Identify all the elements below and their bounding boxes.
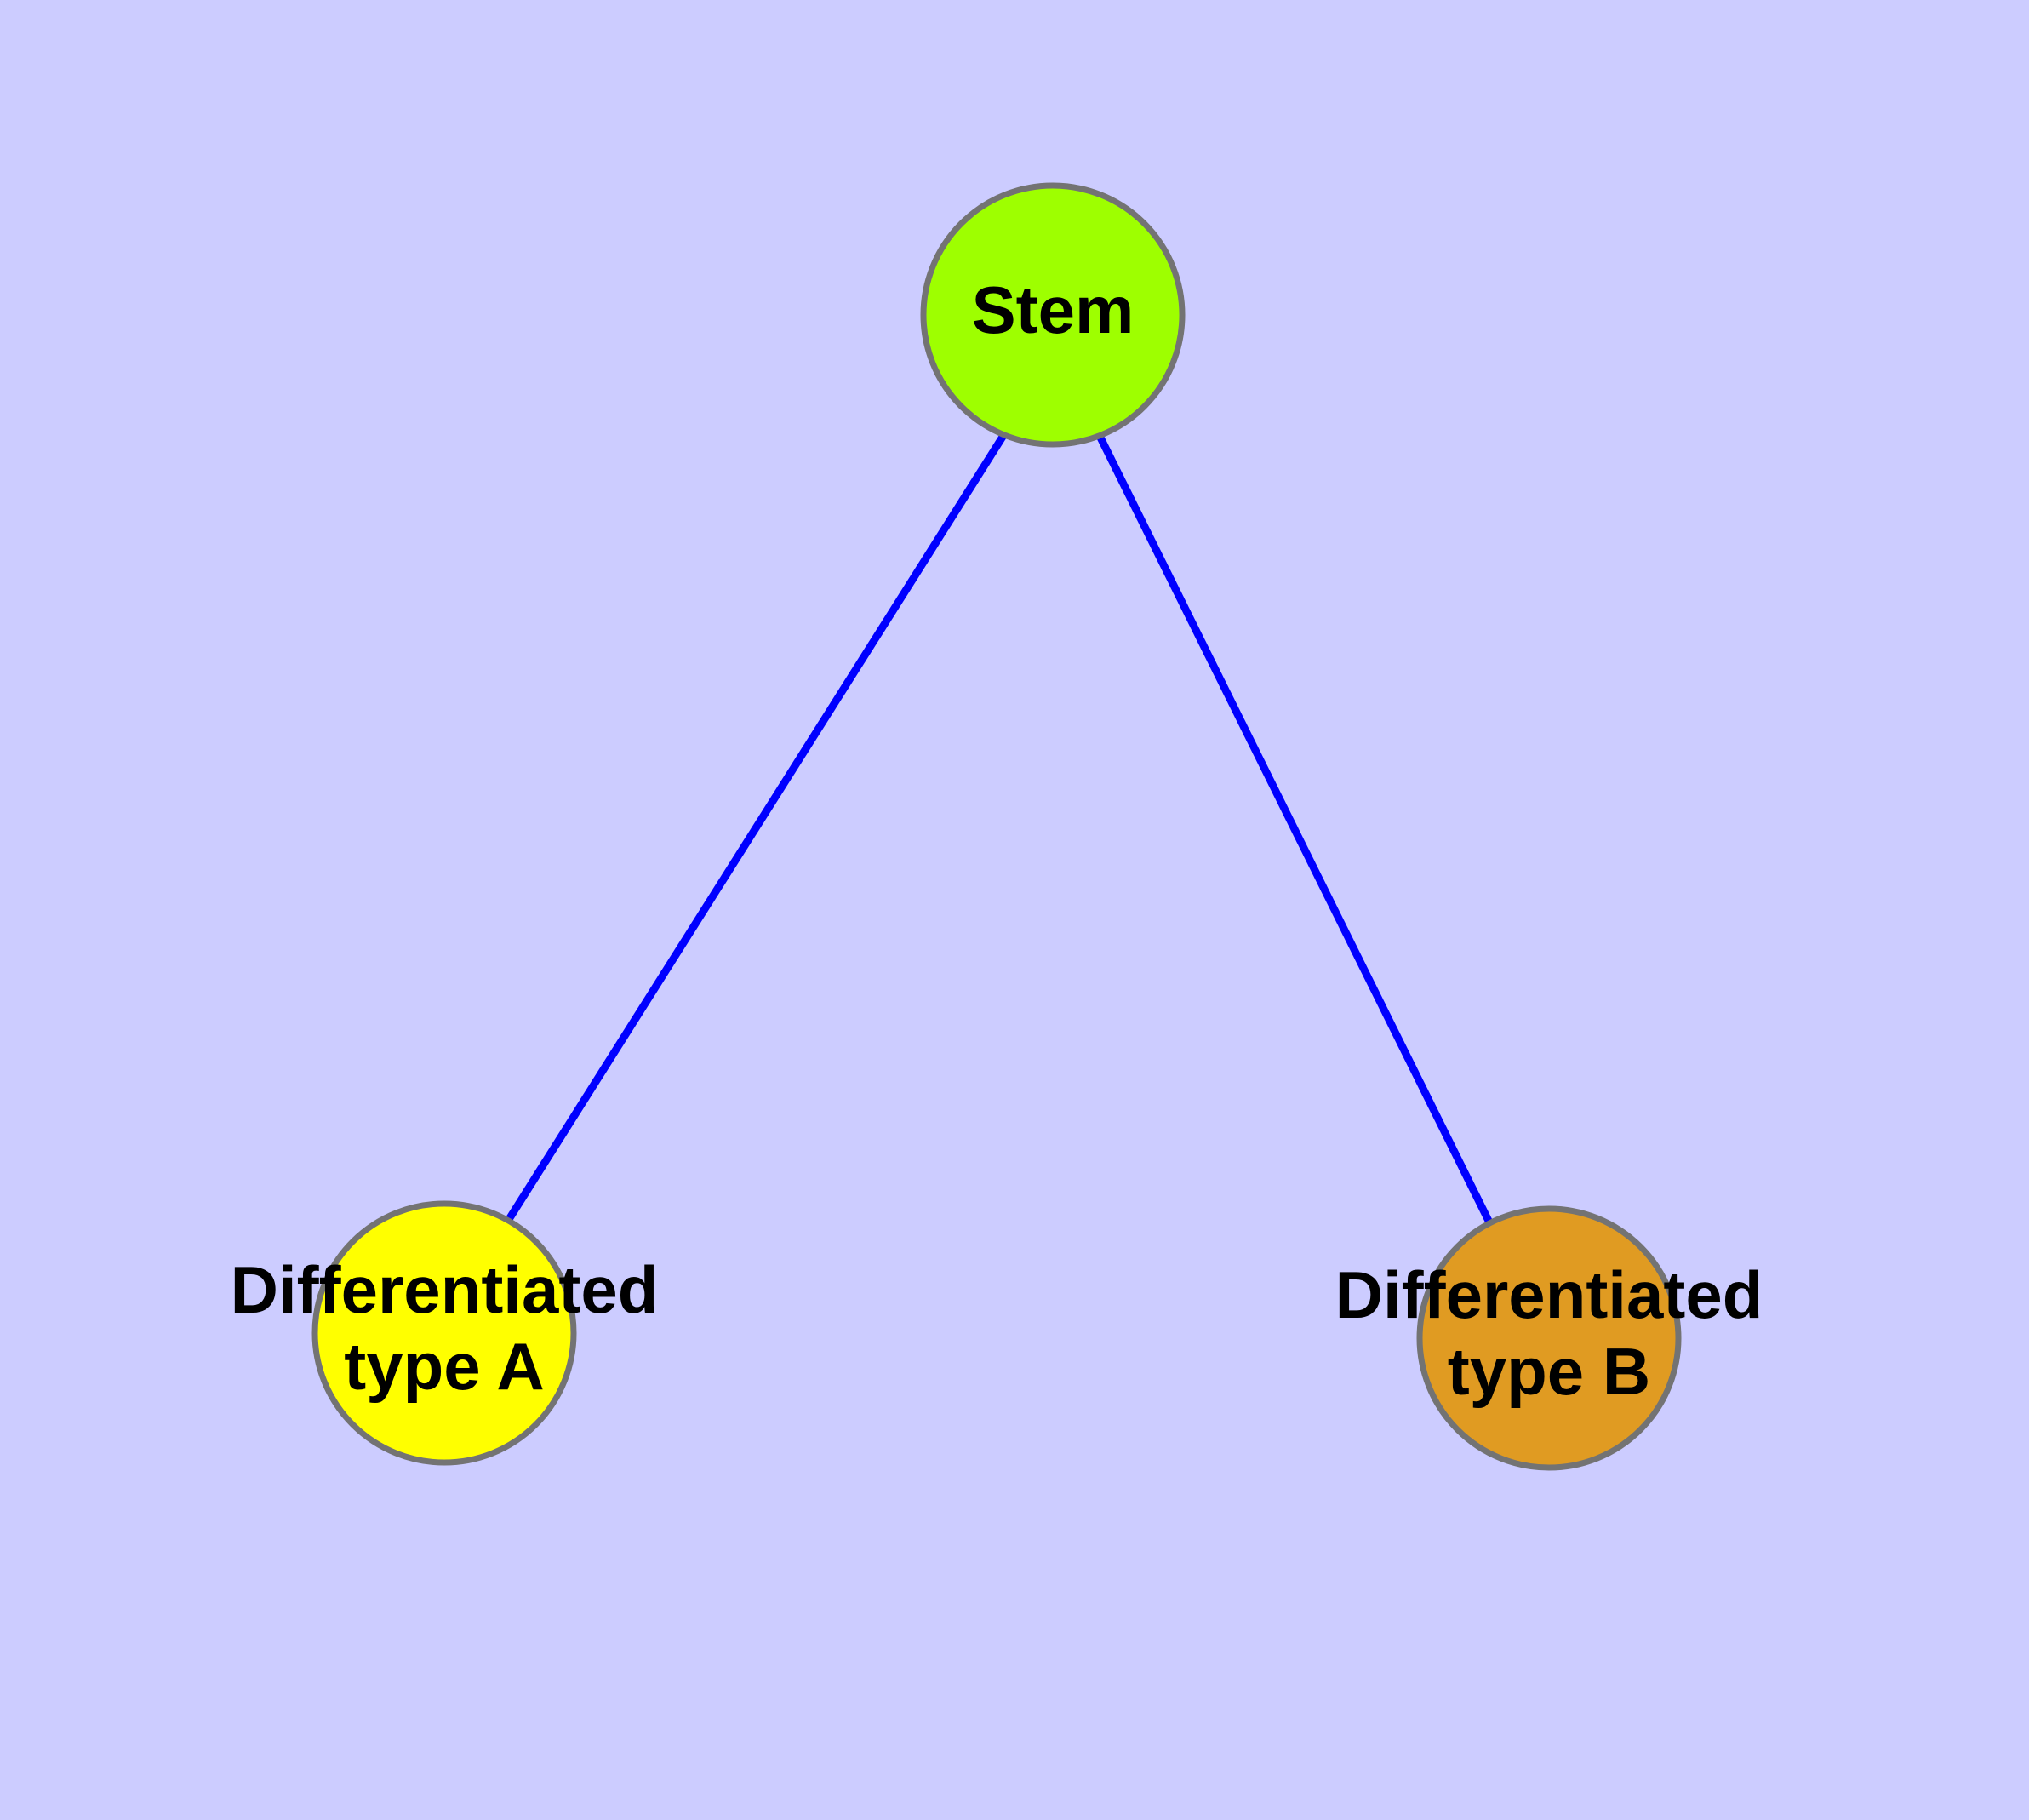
edge-stem-to-differentiated-type-b[interactable]	[1094, 431, 1495, 1228]
node-label-line: Differentiated	[1335, 1256, 1763, 1331]
node-label-line: Stem	[972, 272, 1135, 347]
node-label-line: type B	[1448, 1334, 1650, 1409]
edges-layer	[499, 431, 1495, 1233]
edge-stem-to-differentiated-type-a[interactable]	[499, 432, 1008, 1233]
node-stem[interactable]	[920, 182, 1186, 448]
node-label-line: type A	[344, 1329, 545, 1404]
node-stem-label: Stem	[972, 272, 1135, 347]
node-label-line: Differentiated	[231, 1251, 659, 1326]
node-stem-circle[interactable]	[920, 182, 1186, 448]
node-differentiated-type-b[interactable]	[1416, 1205, 1682, 1471]
nodes-layer	[311, 182, 1682, 1471]
node-differentiated-type-a-circle[interactable]	[311, 1200, 577, 1466]
node-differentiated-type-a[interactable]	[311, 1200, 577, 1466]
node-differentiated-type-b-circle[interactable]	[1416, 1205, 1682, 1471]
